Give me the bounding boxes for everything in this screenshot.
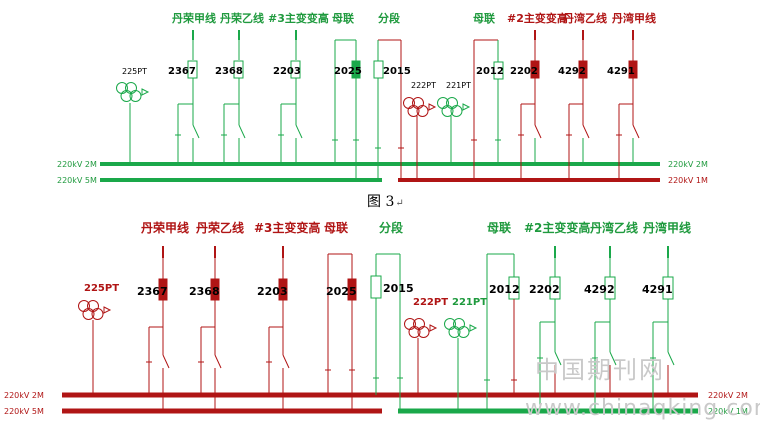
bottom-code-2015: 2015 bbox=[383, 282, 414, 295]
bottom-code-2367: 2367 bbox=[137, 285, 168, 298]
bottom-label-3: #3主变变高 bbox=[254, 220, 320, 235]
bottom-bay-4291: 4291 bbox=[642, 246, 675, 411]
bottom-bay-2012: 2012 bbox=[484, 253, 520, 411]
top-code-2367: 2367 bbox=[168, 66, 196, 77]
top-bus-right2m-label: 220kV 2M bbox=[668, 160, 708, 169]
bottom-code-2202: 2202 bbox=[529, 283, 560, 296]
top-bay-2025: 2025 bbox=[332, 39, 362, 180]
bottom-label-7: #2主变变高 bbox=[524, 220, 590, 235]
bottom-bay-2368: 2368 bbox=[189, 246, 222, 411]
top-code-2368: 2368 bbox=[215, 66, 243, 77]
bottom-label-9: 丹湾甲线 bbox=[643, 220, 691, 235]
figure-caption-text: 图 3 bbox=[367, 194, 395, 210]
bottom-221pt: 221PT bbox=[444, 297, 487, 411]
bottom-code-2025: 2025 bbox=[326, 285, 357, 298]
bottom-label-4: 母联 bbox=[324, 221, 348, 235]
bottom-code-4291: 4291 bbox=[642, 283, 673, 296]
top-label-2: 丹荣乙线 bbox=[220, 11, 264, 25]
top-bay-2012: 2012 bbox=[471, 39, 504, 180]
top-diagram: 220kV 2M 220kV 5M 220kV 2M 220kV 1M 丹荣甲线… bbox=[57, 11, 708, 185]
bottom-label-2: 丹荣乙线 bbox=[196, 220, 244, 235]
top-bay-2202: 2202 bbox=[510, 30, 542, 180]
top-221pt: 221PT bbox=[437, 81, 471, 164]
bottom-label-8: 丹湾乙线 bbox=[590, 220, 638, 235]
bottom-label-1: 丹荣甲线 bbox=[141, 220, 189, 235]
top-225pt: 225PT bbox=[116, 67, 149, 164]
top-label-4: 母联 bbox=[332, 11, 354, 25]
bottom-bay-2025: 2025 bbox=[325, 253, 357, 411]
paragraph-mark: ↵ bbox=[395, 198, 404, 209]
bottom-label-6: 母联 bbox=[487, 221, 511, 235]
bottom-label-5: 分段 bbox=[379, 220, 404, 235]
top-code-2202: 2202 bbox=[510, 66, 538, 77]
bottom-221pt-label: 221PT bbox=[452, 297, 487, 308]
bottom-225pt-label: 225PT bbox=[84, 283, 119, 294]
bottom-bay-2202: 2202 bbox=[529, 246, 562, 411]
bottom-222pt: 222PT bbox=[404, 297, 448, 395]
top-code-2025: 2025 bbox=[334, 66, 362, 77]
top-label-5: 分段 bbox=[378, 11, 400, 25]
top-code-4292: 4292 bbox=[558, 66, 586, 77]
top-bay-2367: 2367 bbox=[168, 30, 200, 164]
top-bay-4292: 4292 bbox=[558, 30, 590, 180]
bottom-bay-2203: 2203 bbox=[257, 246, 290, 411]
bottom-code-2203: 2203 bbox=[257, 285, 288, 298]
bottom-bus-left5m-label: 220kV 5M bbox=[4, 407, 44, 416]
top-bay-4291: 4291 bbox=[607, 30, 640, 180]
top-225pt-label: 225PT bbox=[122, 67, 147, 76]
top-bus-right1m-label: 220kV 1M bbox=[668, 176, 708, 185]
top-221pt-label: 221PT bbox=[446, 81, 471, 90]
top-code-2012: 2012 bbox=[476, 66, 504, 77]
top-bay-2203: 2203 bbox=[273, 30, 303, 164]
top-code-4291: 4291 bbox=[607, 66, 635, 77]
bottom-code-2012: 2012 bbox=[489, 283, 520, 296]
bottom-bus-right1m-label: 220kV 1M bbox=[708, 407, 748, 416]
top-bay-2368: 2368 bbox=[215, 30, 246, 164]
top-222pt-label: 222PT bbox=[411, 81, 436, 90]
bottom-222pt-label: 222PT bbox=[413, 297, 448, 308]
top-label-8: 丹湾乙线 bbox=[563, 11, 607, 25]
figure-caption: 图 3↵ bbox=[367, 191, 404, 211]
top-bus-left2m-label: 220kV 2M bbox=[57, 160, 97, 169]
top-label-1: 丹荣甲线 bbox=[172, 11, 216, 25]
top-code-2015: 2015 bbox=[383, 66, 411, 77]
bottom-diagram: 220kV 2M 220kV 5M 220kV 2M 220kV 1M 丹荣甲线… bbox=[4, 220, 748, 416]
watermark-url: www.chinaqking.com bbox=[525, 396, 760, 421]
top-label-9: 丹湾甲线 bbox=[612, 11, 656, 25]
bottom-bay-2015: 2015 bbox=[370, 253, 414, 411]
top-bus-left5m-label: 220kV 5M bbox=[57, 176, 97, 185]
top-bay-2015: 2015 bbox=[373, 39, 411, 180]
bottom-code-4292: 4292 bbox=[584, 283, 615, 296]
watermark-text: 中国期刊网 bbox=[535, 356, 665, 384]
bottom-225pt: 225PT bbox=[78, 283, 119, 395]
bottom-code-2368: 2368 bbox=[189, 285, 220, 298]
bottom-bay-4292: 4292 bbox=[584, 246, 617, 411]
top-code-2203: 2203 bbox=[273, 66, 301, 77]
bottom-bus-right2m-label: 220kV 2M bbox=[708, 391, 748, 400]
top-label-7: #2主变变高 bbox=[507, 11, 568, 25]
top-label-3: #3主变变高 bbox=[268, 11, 329, 25]
bottom-bay-2367: 2367 bbox=[137, 246, 170, 411]
top-222pt: 222PT bbox=[403, 81, 436, 180]
top-label-6: 母联 bbox=[473, 11, 495, 25]
bottom-bus-left2m-label: 220kV 2M bbox=[4, 391, 44, 400]
